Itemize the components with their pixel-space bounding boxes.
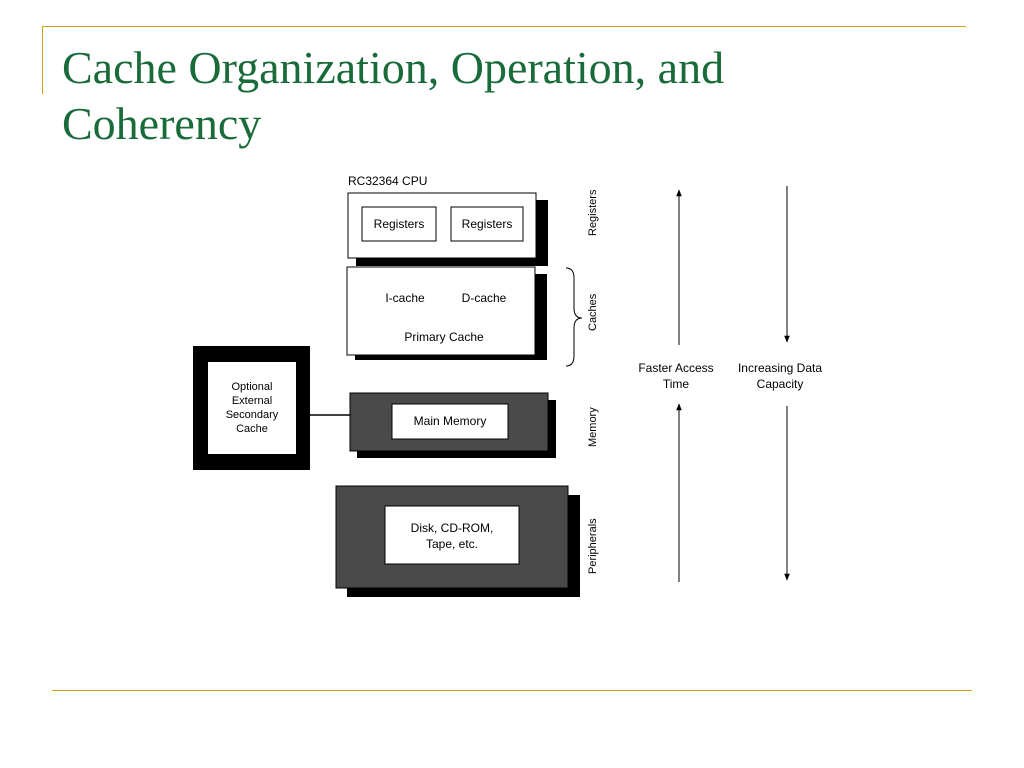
side-label-peripherals: Peripherals <box>587 518 599 574</box>
side-label-registers: Registers <box>587 189 599 236</box>
register-2-label: Registers <box>462 217 513 231</box>
register-box-1 <box>361 206 437 242</box>
slide-title: Cache Organization, Operation, and Coher… <box>62 40 962 152</box>
left-rule <box>42 26 43 94</box>
register-1-label: Registers <box>374 217 425 231</box>
secondary-cache-inner <box>208 362 296 454</box>
secondary-cache-line-1: Optional <box>232 381 273 393</box>
primary-cache-label: Primary Cache <box>404 330 484 344</box>
title-line-1: Cache Organization, Operation, and <box>62 42 725 93</box>
capacity-label-line-1: Increasing Data <box>738 361 822 375</box>
main-memory-label: Main Memory <box>414 414 487 428</box>
disk-label-line-1: Disk, CD-ROM, <box>411 521 494 535</box>
capacity-label-line-2: Capacity <box>757 377 804 391</box>
side-label-memory: Memory <box>587 407 599 447</box>
faster-access-label-line-2: Time <box>663 377 690 391</box>
cpu-label: RC32364 CPU <box>348 174 427 188</box>
dcache-label: D-cache <box>462 291 507 305</box>
top-rule <box>42 26 966 27</box>
secondary-cache-line-2: External <box>232 395 272 407</box>
secondary-cache-line-3: Secondary <box>226 409 279 421</box>
disk-label-line-2: Tape, etc. <box>426 537 478 551</box>
register-box-2 <box>450 206 524 242</box>
bottom-rule <box>52 690 972 691</box>
primary-cache-box <box>346 266 536 356</box>
side-label-caches: Caches <box>587 293 599 331</box>
disk-box <box>384 505 520 565</box>
faster-access-label-line-1: Faster Access <box>638 361 713 375</box>
caches-brace <box>565 267 583 367</box>
main-memory-box <box>391 403 509 440</box>
secondary-cache-line-4: Cache <box>236 423 268 435</box>
title-line-2: Coherency <box>62 98 262 149</box>
icache-label: I-cache <box>385 291 425 305</box>
